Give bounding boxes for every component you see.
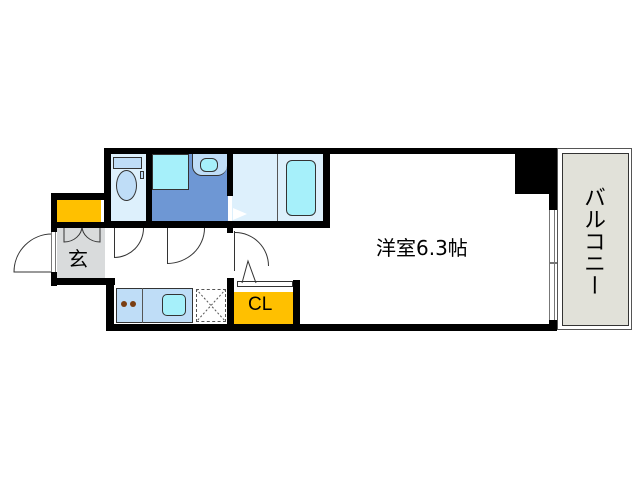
western-room-label: 洋室6.3帖 bbox=[376, 236, 468, 260]
wall bbox=[104, 148, 111, 228]
wall bbox=[227, 278, 234, 331]
bath-door-icon bbox=[233, 208, 247, 220]
toilet-bowl-icon bbox=[116, 170, 137, 201]
western-room bbox=[300, 154, 550, 324]
wall bbox=[549, 148, 557, 210]
entrance-door bbox=[13, 233, 53, 273]
wall bbox=[146, 148, 152, 228]
toilet-tank-icon bbox=[113, 157, 142, 169]
closet-door-strip bbox=[237, 281, 293, 287]
wall bbox=[293, 280, 300, 331]
wall bbox=[106, 278, 114, 331]
washing-machine-space bbox=[196, 289, 226, 322]
wall bbox=[51, 193, 111, 200]
wall bbox=[104, 221, 330, 228]
entrance bbox=[57, 228, 105, 278]
closet-label: CL bbox=[248, 294, 273, 315]
wall bbox=[549, 320, 557, 331]
wall bbox=[104, 148, 557, 154]
closet-door-icon bbox=[241, 259, 257, 284]
burner-icon bbox=[121, 301, 127, 307]
balcony-floor bbox=[562, 153, 629, 326]
shoe-storage bbox=[57, 200, 101, 222]
toilet-handle bbox=[140, 171, 144, 179]
entrance-label: 玄 bbox=[68, 247, 88, 271]
wall bbox=[227, 148, 233, 196]
entrance-door-frame bbox=[51, 232, 56, 272]
wall bbox=[323, 148, 330, 228]
bathtub-icon bbox=[286, 160, 316, 216]
wall bbox=[51, 278, 115, 285]
washbasin-counter bbox=[152, 154, 189, 190]
wall bbox=[227, 228, 233, 233]
closet bbox=[234, 292, 293, 324]
wall bbox=[51, 222, 107, 228]
bath-divider bbox=[277, 154, 278, 222]
room-door-leaf bbox=[234, 231, 235, 271]
kitchen-divider bbox=[142, 288, 143, 323]
kitchen-counter bbox=[116, 288, 193, 323]
wall bbox=[51, 193, 57, 232]
sink-icon bbox=[200, 158, 218, 172]
balcony-window bbox=[549, 210, 555, 320]
balcony-label: バルコニー bbox=[580, 186, 605, 296]
burner-icon bbox=[130, 301, 136, 307]
wall bbox=[106, 324, 557, 331]
shoe-storage-doors bbox=[63, 226, 101, 243]
kitchen-sink-icon bbox=[162, 294, 186, 316]
window-divider bbox=[549, 262, 557, 264]
